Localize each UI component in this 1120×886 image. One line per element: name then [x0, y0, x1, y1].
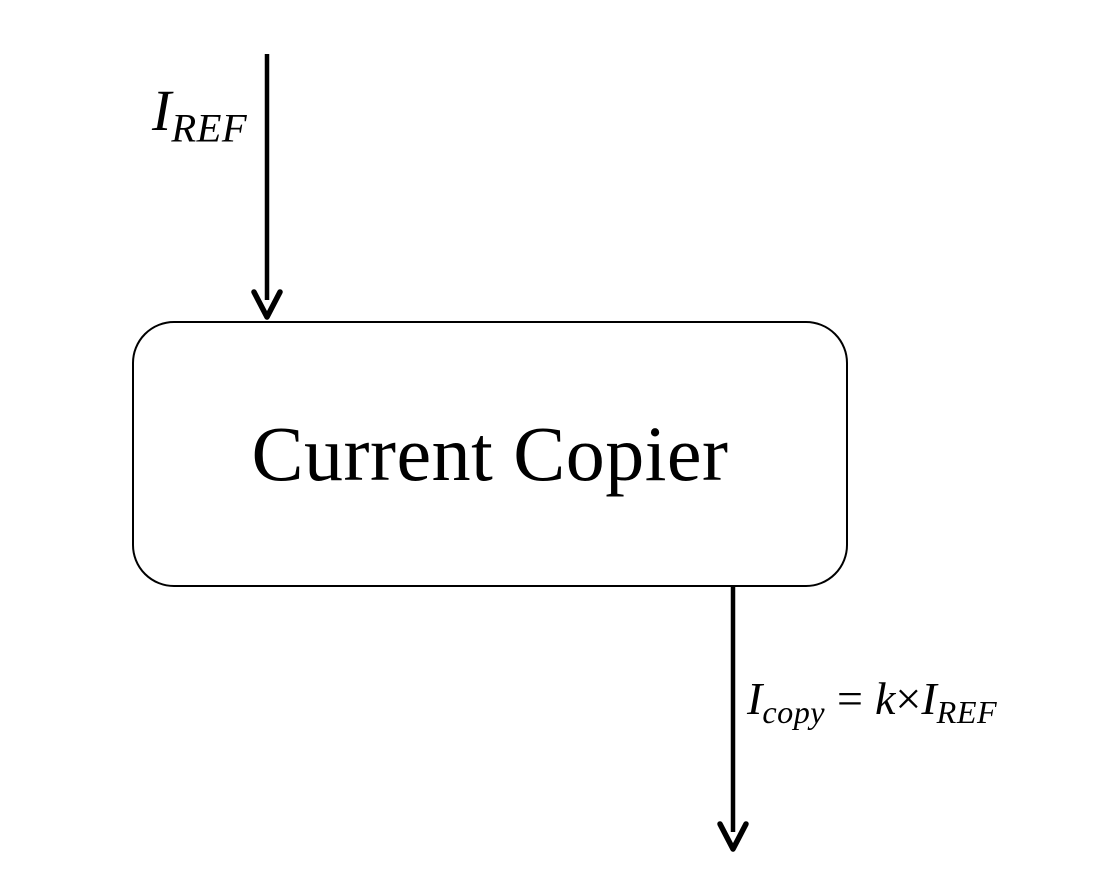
equals-sign: = [837, 673, 863, 724]
iref-subscript: REF [171, 105, 248, 151]
output-current-label: Icopy=k×IREF [747, 673, 998, 731]
iref-rhs-subscript: REF [936, 694, 998, 731]
iref-rhs-symbol: I [921, 673, 937, 724]
multiplication-sign: × [895, 673, 922, 724]
icopy-subscript: copy [762, 694, 826, 731]
input-current-arrow [251, 54, 283, 320]
icopy-symbol: I [747, 673, 763, 724]
current-copier-box: Current Copier [132, 321, 848, 587]
output-arrow-down-head-icon [717, 821, 749, 852]
output-current-arrow [717, 585, 749, 852]
iref-symbol: I [152, 78, 172, 143]
input-current-label: IREF [152, 82, 247, 149]
input-arrow-down-head-icon [251, 289, 283, 320]
gain-factor-symbol: k [874, 673, 896, 724]
current-copier-box-label: Current Copier [251, 410, 729, 497]
